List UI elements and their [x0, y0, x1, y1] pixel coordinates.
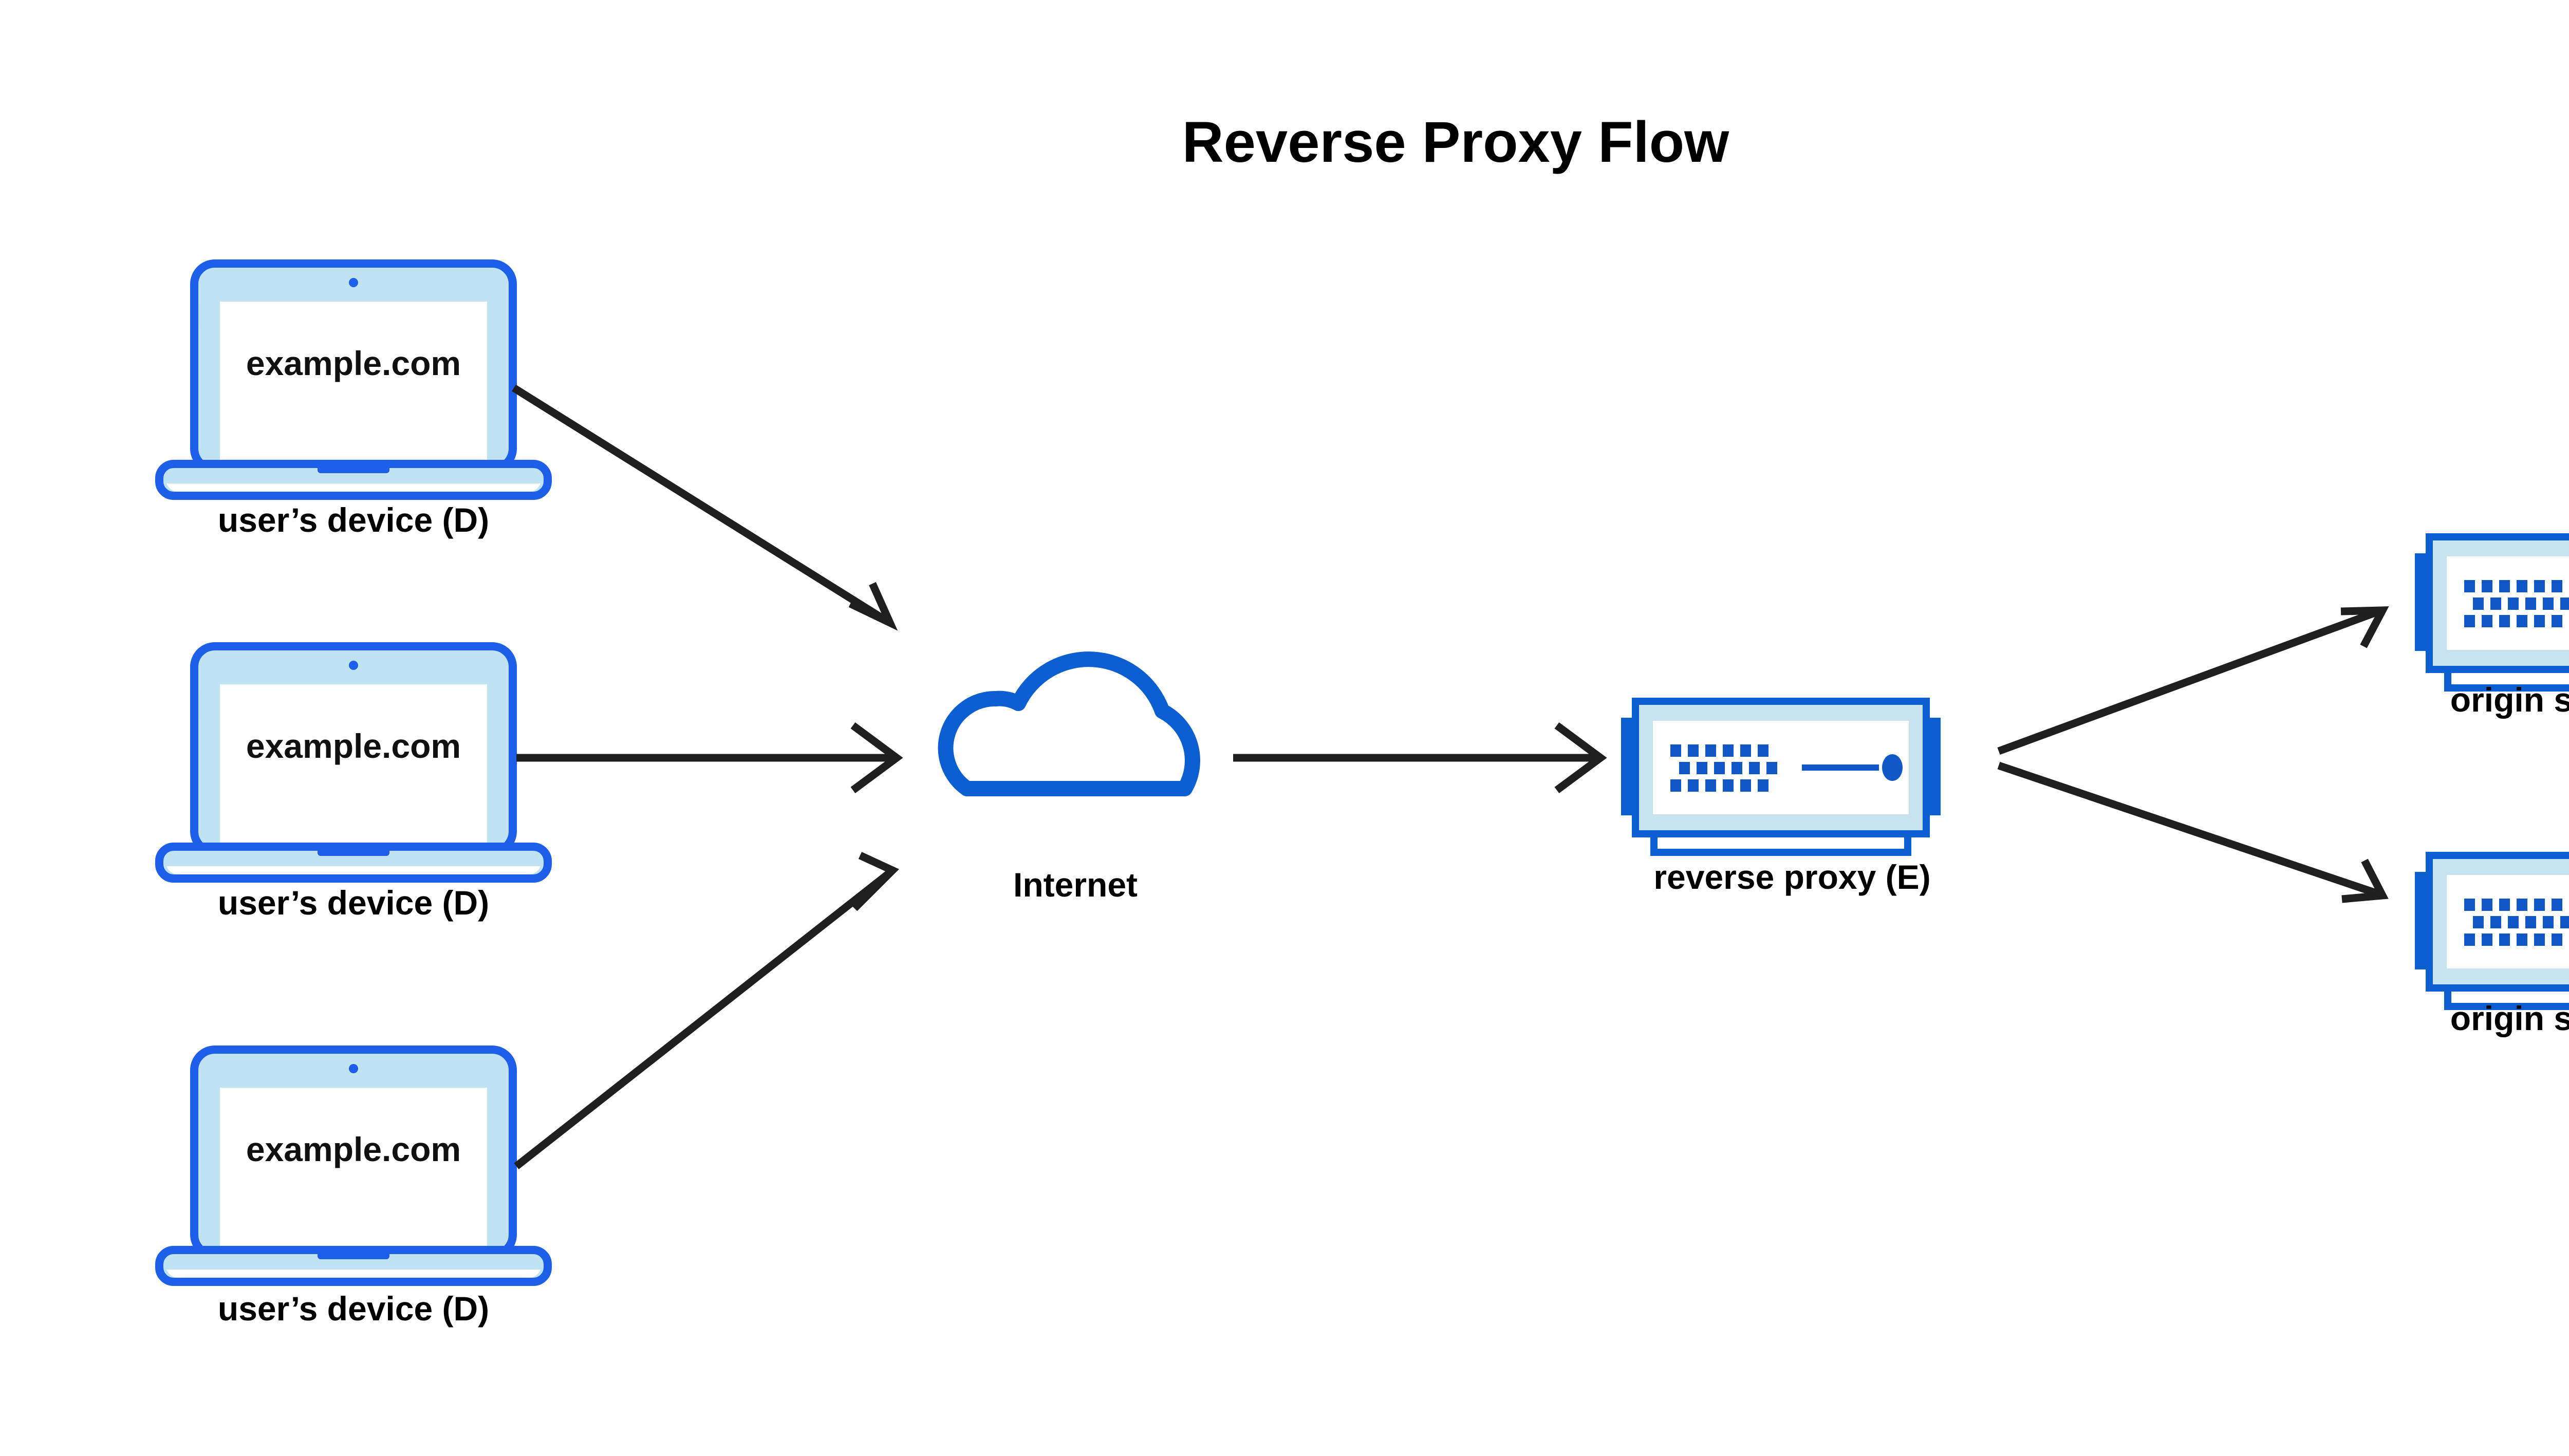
node-origin-1[interactable]: origin server (F)	[2415, 537, 2569, 719]
server-icon	[2415, 537, 2569, 688]
cloud-icon	[946, 659, 1193, 789]
client-3-screen-text: example.com	[246, 1130, 461, 1168]
internet-label: Internet	[1013, 866, 1138, 904]
edge-client1-to-internet	[512, 384, 898, 631]
client-2-screen-text: example.com	[246, 727, 461, 765]
node-client-3[interactable]: example.com user’s device (D)	[159, 1050, 548, 1328]
reverse-proxy-label: reverse proxy (E)	[1653, 858, 1930, 896]
server-icon	[2415, 855, 2569, 1006]
client-1-screen-text: example.com	[246, 344, 461, 382]
edge-proxy-to-origin1	[1997, 606, 2389, 755]
client-3-label: user’s device (D)	[218, 1290, 489, 1328]
node-client-2[interactable]: example.com user’s device (D)	[159, 646, 548, 922]
edge-internet-to-proxy	[1233, 722, 1607, 794]
client-1-label: user’s device (D)	[218, 501, 489, 539]
origin-1-label: origin server (F)	[2450, 681, 2569, 719]
page-title: Reverse Proxy Flow	[1182, 110, 1729, 174]
server-icon	[1621, 701, 1941, 852]
node-reverse-proxy[interactable]: reverse proxy (E)	[1621, 701, 1941, 896]
origin-2-label: origin server (F)	[2450, 999, 2569, 1037]
node-client-1[interactable]: example.com user’s device (D)	[159, 264, 548, 539]
node-origin-2[interactable]: origin server (F)	[2415, 855, 2569, 1037]
edge-client2-to-internet	[516, 722, 903, 794]
client-2-label: user’s device (D)	[218, 884, 489, 922]
node-internet[interactable]: Internet	[946, 659, 1193, 904]
edge-proxy-to-origin2	[1997, 761, 2389, 903]
edge-client3-to-internet	[514, 852, 899, 1169]
